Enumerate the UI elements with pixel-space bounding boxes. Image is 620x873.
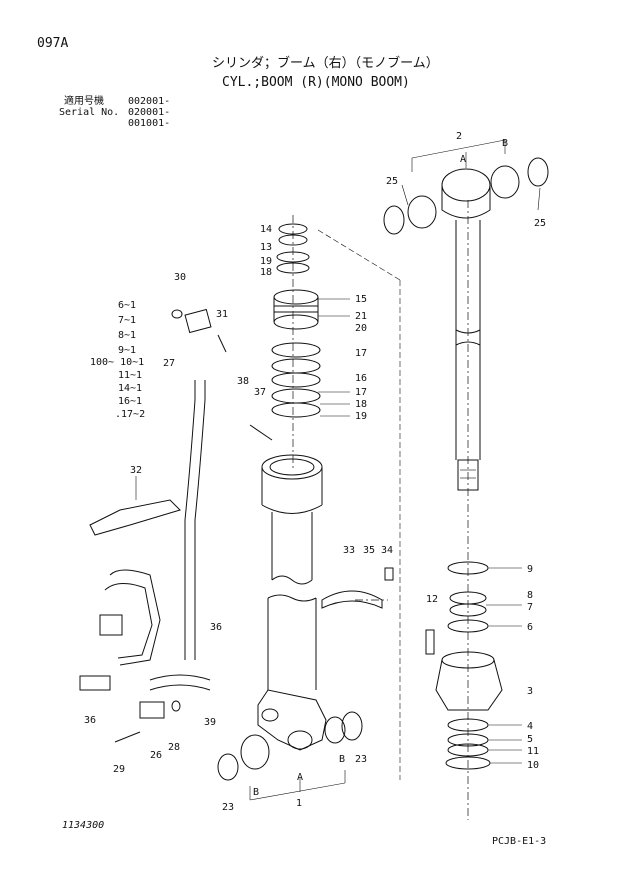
band-clamp <box>321 590 383 609</box>
serial-label-jp: 適用号機 <box>64 96 104 107</box>
callout-23b: 23 <box>355 754 367 765</box>
qty-item: 11~1 <box>118 370 143 381</box>
document-number: 1134300 <box>62 820 105 831</box>
callout-6: 6 <box>527 622 533 633</box>
callout-20: 20 <box>355 323 367 334</box>
callout-5: 5 <box>527 734 533 745</box>
callout-4: 4 <box>527 721 533 732</box>
callout-34: 34 <box>381 545 393 556</box>
callout-28: 28 <box>168 742 180 753</box>
callout-18a: 18 <box>260 267 272 278</box>
qty-item: 6~1 <box>118 300 137 311</box>
callout-27: 27 <box>163 358 175 369</box>
callout-12: 12 <box>426 594 438 605</box>
head-seal-rings <box>276 223 310 274</box>
qty-item: 16~1 <box>118 396 143 407</box>
label-A-bottom: A <box>297 772 303 783</box>
callout-23a: 23 <box>222 802 234 813</box>
small-fasteners <box>79 308 435 743</box>
callout-14: 14 <box>260 224 272 235</box>
callout-25b: 25 <box>534 218 546 229</box>
serial-value-3: 001001- <box>128 118 171 129</box>
callout-16: 16 <box>355 373 367 384</box>
callout-32: 32 <box>130 465 142 476</box>
label-B-bottom-1: B <box>253 787 259 798</box>
qty-item: 100~ 10~1 <box>90 357 145 368</box>
piston <box>273 289 319 330</box>
rod-head-seals <box>435 561 503 770</box>
callout-37: 37 <box>254 387 266 398</box>
dimension-bracket-2 <box>411 139 506 172</box>
callout-39: 39 <box>204 717 216 728</box>
qty-item: 8~1 <box>118 330 137 341</box>
callout-11: 11 <box>527 746 539 757</box>
callout-labels: 1 2 3 4 5 6 7 8 9 10 11 12 13 14 15 16 1… <box>84 131 546 813</box>
qty-item: 14~1 <box>118 383 143 394</box>
callout-26: 26 <box>150 750 162 761</box>
callout-25a: 25 <box>386 176 398 187</box>
callout-21: 21 <box>355 311 367 322</box>
page-code: 097A <box>37 36 69 51</box>
callout-30: 30 <box>174 272 186 283</box>
label-B-bottom-2: B <box>339 754 345 765</box>
callout-36b: 36 <box>210 622 222 633</box>
serial-value-2: 020001- <box>128 107 171 118</box>
callout-13: 13 <box>260 242 272 253</box>
serial-value-1: 002001- <box>128 96 171 107</box>
dimension-bracket-1 <box>249 770 346 801</box>
callout-3: 3 <box>527 686 533 697</box>
pipe-assembly <box>99 380 211 691</box>
piston-rings <box>271 342 321 418</box>
callout-8: 8 <box>527 590 533 601</box>
callout-15: 15 <box>355 294 367 305</box>
page-reference: PCJB-E1-3 <box>492 836 547 847</box>
callout-17a: 17 <box>355 348 367 359</box>
piston-rod <box>383 157 549 491</box>
qty-item: 9~1 <box>118 345 137 356</box>
qty-item: 7~1 <box>118 315 137 326</box>
callout-36a: 36 <box>84 715 96 726</box>
callout-17b: 17 <box>355 387 367 398</box>
callout-18b: 18 <box>355 399 367 410</box>
serial-label-en: Serial No. <box>59 107 120 118</box>
callout-19b: 19 <box>355 411 367 422</box>
callout-38: 38 <box>237 376 249 387</box>
callout-2: 2 <box>456 131 462 142</box>
bottom-bushings <box>217 711 363 781</box>
cylinder-tube <box>257 454 327 751</box>
leader-lines <box>135 184 541 764</box>
qty-item: .17~2 <box>115 409 146 420</box>
pipe-clamp <box>89 499 181 536</box>
callout-10: 10 <box>527 760 539 771</box>
callout-1: 1 <box>296 798 302 809</box>
title-english: CYL.;BOOM (R)(MONO BOOM) <box>222 75 410 90</box>
callout-9: 9 <box>527 564 533 575</box>
label-B-top: B <box>502 138 508 149</box>
callout-29: 29 <box>113 764 125 775</box>
callout-33: 33 <box>343 545 355 556</box>
callout-31: 31 <box>216 309 228 320</box>
callout-19a: 19 <box>260 256 272 267</box>
title-japanese: シリンダ；ブーム（右）（モノブーム） <box>212 56 439 71</box>
label-A-top: A <box>460 154 466 165</box>
callout-7: 7 <box>527 602 533 613</box>
callout-35: 35 <box>363 545 375 556</box>
